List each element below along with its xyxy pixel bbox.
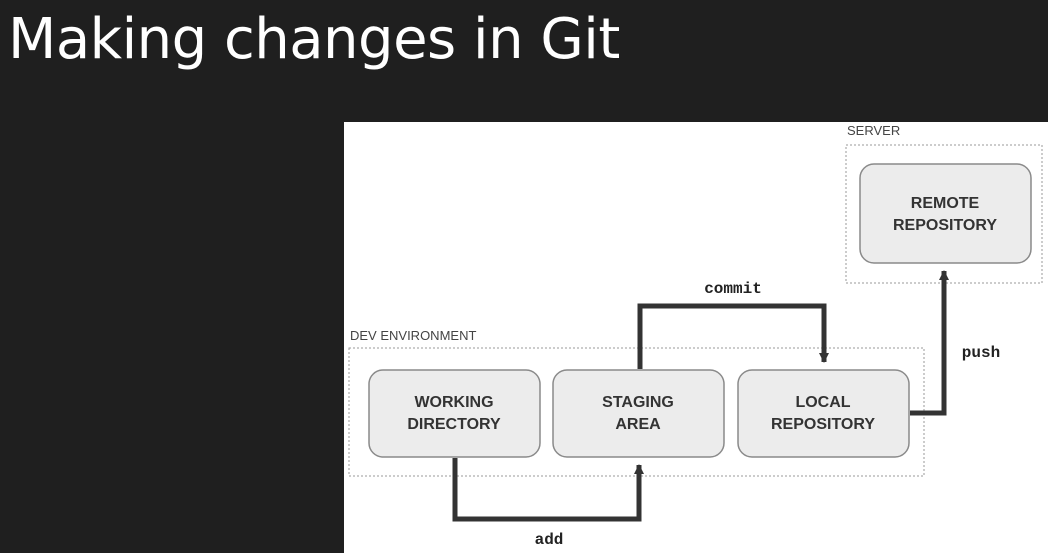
remote-repository-label-line1: REMOTE [911, 195, 980, 212]
local-repository-label-line2: REPOSITORY [771, 416, 875, 433]
commit-edge-label: commit [704, 280, 762, 298]
dev-environment-group-label: DEV ENVIRONMENT [350, 328, 476, 343]
push-edge: push [910, 270, 1000, 416]
dev-environment-group-border [348, 347, 925, 477]
working-directory-box [368, 369, 541, 458]
staging-area-node: STAGING AREA [552, 369, 725, 458]
local-repository-label-line1: LOCAL [795, 394, 850, 411]
staging-area-box [552, 369, 725, 458]
staging-area-label-line1: STAGING [602, 394, 674, 411]
git-workflow-diagram: SERVER DEV ENVIRONMENT REMOTE REPOSITORY… [344, 122, 1048, 553]
staging-area-label-line2: AREA [615, 416, 661, 433]
push-arrow [910, 270, 949, 416]
add-arrow [452, 458, 644, 522]
add-edge-label: add [535, 531, 564, 549]
remote-repository-label-line2: REPOSITORY [893, 217, 997, 234]
local-repository-box [737, 369, 910, 458]
working-directory-label-line1: WORKING [414, 394, 493, 411]
push-edge-label: push [962, 344, 1000, 362]
working-directory-label-line2: DIRECTORY [407, 416, 501, 433]
slide-title: Making changes in Git [8, 7, 620, 72]
dev-environment-group: DEV ENVIRONMENT [348, 328, 925, 477]
local-repository-node: LOCAL REPOSITORY [737, 369, 910, 458]
remote-repository-box [859, 163, 1032, 264]
working-directory-node: WORKING DIRECTORY [368, 369, 541, 458]
commit-edge: commit [637, 280, 829, 369]
server-group-label: SERVER [847, 123, 900, 138]
remote-repository-node: REMOTE REPOSITORY [859, 163, 1032, 264]
add-edge: add [452, 458, 644, 549]
commit-arrow [637, 303, 829, 369]
